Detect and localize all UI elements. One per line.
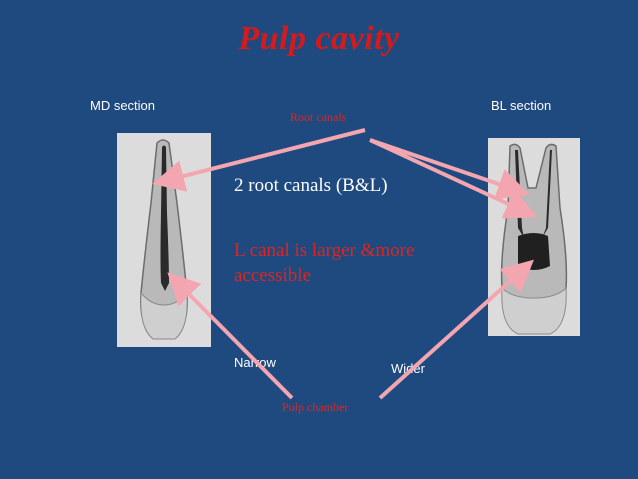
md-section-image: [117, 133, 211, 347]
arrow-root-canals-md: [152, 128, 366, 192]
slide-title: Pulp cavity: [238, 20, 400, 57]
arrow-root-canals-bl-top: [369, 138, 530, 200]
point-lingual-canal: L canal is larger &more accessible: [234, 240, 415, 286]
point-root-canals: 2 root canals (B&L): [234, 175, 388, 196]
arrow-root-canals-bl-bottom: [369, 138, 538, 219]
md-section-label: MD section: [90, 98, 156, 113]
root-canals-label: Root canals: [290, 110, 347, 124]
bl-section-label: BL section: [491, 98, 552, 113]
arrow-pulp-chamber-md: [167, 272, 294, 400]
arrow-pulp-chamber-bl: [378, 259, 534, 400]
pulp-chamber-label: Pulp chamber: [282, 400, 349, 414]
